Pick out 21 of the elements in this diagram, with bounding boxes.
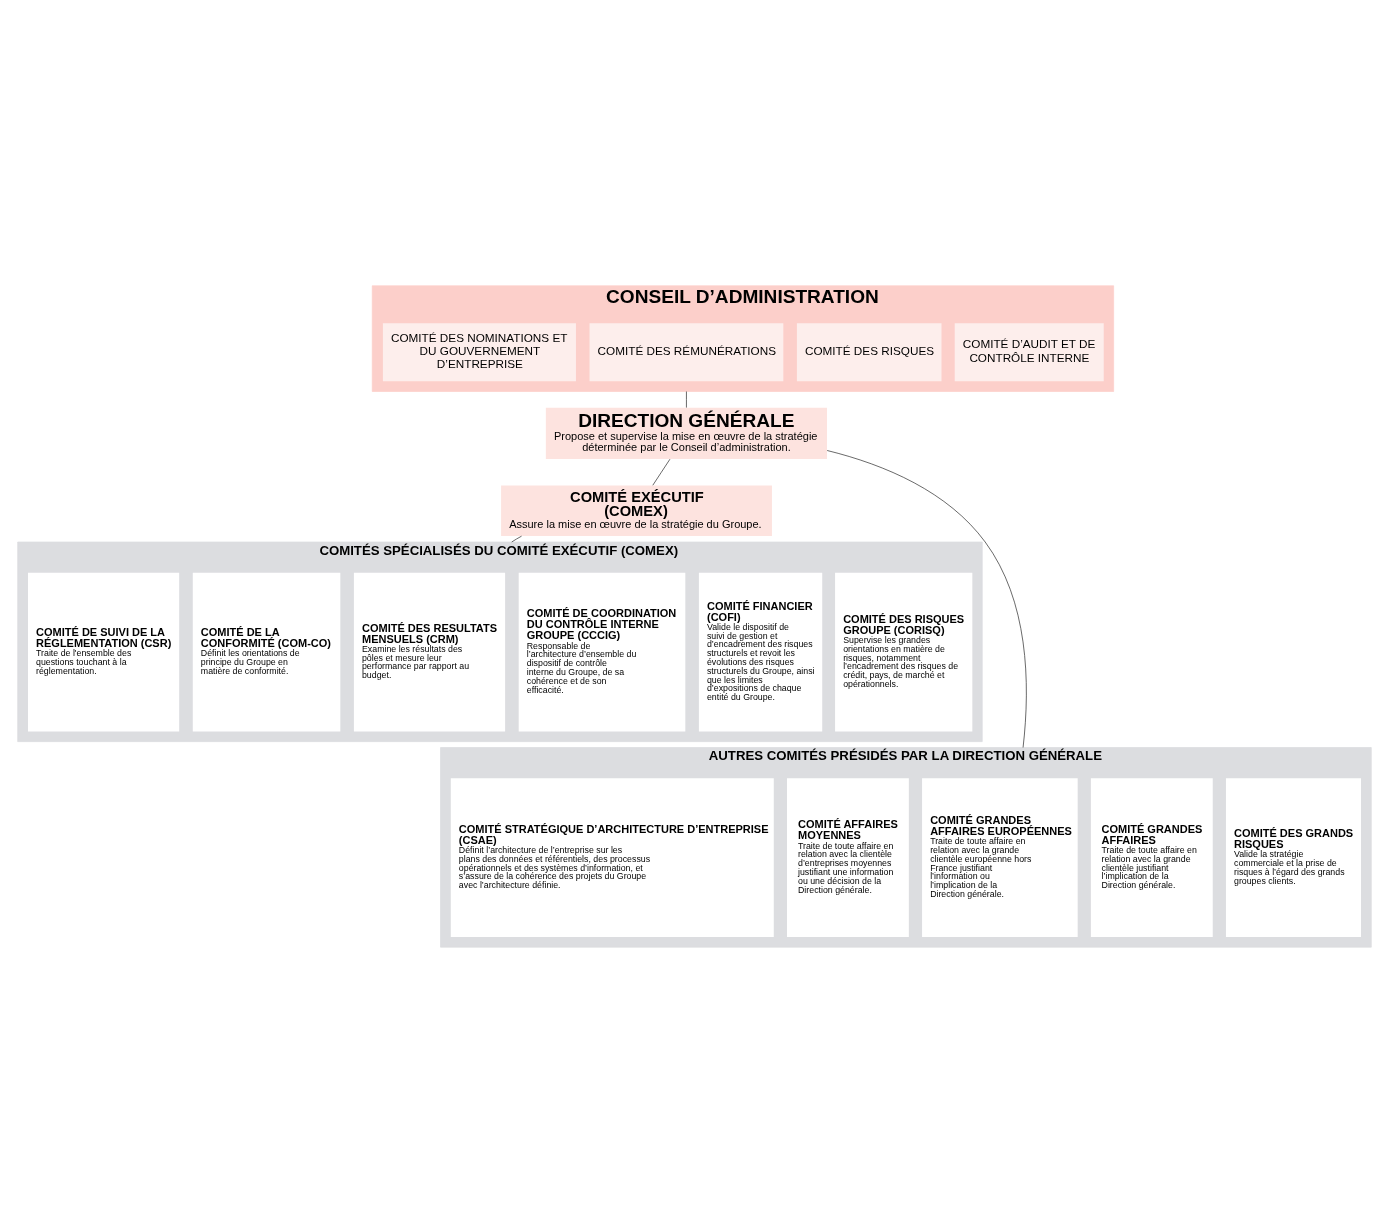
- node-box: COMITÉ DES RÉMUNÉRATIONS: [589, 322, 784, 381]
- node-box: COMITÉ DE SUIVI DE LA RÉGLEMENTATION (CSR) Traite de l'ensemble des questions touchant à la réglementation.: [28, 572, 180, 731]
- node-box: COMITÉ DES RISQUES: [796, 322, 942, 381]
- node-box: COMITÉ DES RISQUES GROUPE (CORISQ) Supervise les grandes orientations en matière de risques, notamment l’encadrement des risques de crédit, pays, de marché et opérationnels.: [835, 572, 973, 731]
- node-box: COMITÉ GRANDES AFFAIRES EUROPÉENNES Traite de toute affaire en relation avec la grande clientèle européenne hors France justifiant l’information ou l’implication de la Direction générale.: [922, 777, 1078, 937]
- node-box: COMITÉ EXÉCUTIF (COMEX) Assure la mise en œuvre de la stratégie du Groupe.: [501, 484, 772, 536]
- node-box: COMITÉ DES RESULTATS MENSUELS (CRM) Examine les résultats des pôles et mesure leur performance par rapport au budget.: [353, 572, 506, 731]
- node-box: COMITÉ AFFAIRES MOYENNES Traite de toute affaire en relation avec la clientèle d’entreprises moyennes justifiant une information ou une décision de la Direction générale.: [787, 777, 909, 937]
- node-box: COMITÉ STRATÉGIQUE D’ARCHITECTURE D’ENTREPRISE (CSAE) Définit l’architecture de l’entreprise sur les plans des données et référentiels, des processus opérationnels et des systèmes d’information, et s’assure de la cohérence des projets du Groupe avec l’architecture définie.: [450, 777, 774, 937]
- node-box: COMITÉ FINANCIER (COFI) Valide le dispositif de suivi de gestion et d’encadrement des risques structurels et revoit les évolutions des risques structurels du Groupe, ainsi que les limites d’expositions de chaque entité du Groupe.: [698, 572, 823, 731]
- connector: [511, 535, 522, 542]
- node-box: COMITÉ D’AUDIT ET DE CONTRÔLE INTERNE: [954, 322, 1104, 381]
- node-box: COMITÉ DE LA CONFORMITÉ (COM-CO) Définit les orientations de principe du Groupe en matière de conformité.: [192, 572, 341, 731]
- connector: [826, 449, 1027, 748]
- connector: [652, 458, 671, 486]
- node-box: DIRECTION GÉNÉRALE Propose et supervise la mise en œuvre de la stratégie déterminée par le Conseil d’administration.: [545, 407, 827, 459]
- connector: [686, 390, 687, 408]
- node-box: COMITÉ GRANDES AFFAIRES Traite de toute affaire en relation avec la grande clientèle justifiant l’implication de la Direction générale.: [1090, 777, 1213, 937]
- node-box: COMITÉ DE COORDINATION DU CONTRÔLE INTERNE GROUPE (CCCIG) Responsable de l’architecture d’ensemble du dispositif de contrôle interne du Groupe, de sa cohérence et de son efficacité.: [518, 572, 686, 731]
- node-box: COMITÉ DES NOMINATIONS ET DU GOUVERNEMENT D’ENTREPRISE: [382, 322, 576, 381]
- node-box: COMITÉ DES GRANDS RISQUES Valide la stratégie commerciale et la prise de risques à l’égard des grands groupes clients.: [1225, 777, 1361, 937]
